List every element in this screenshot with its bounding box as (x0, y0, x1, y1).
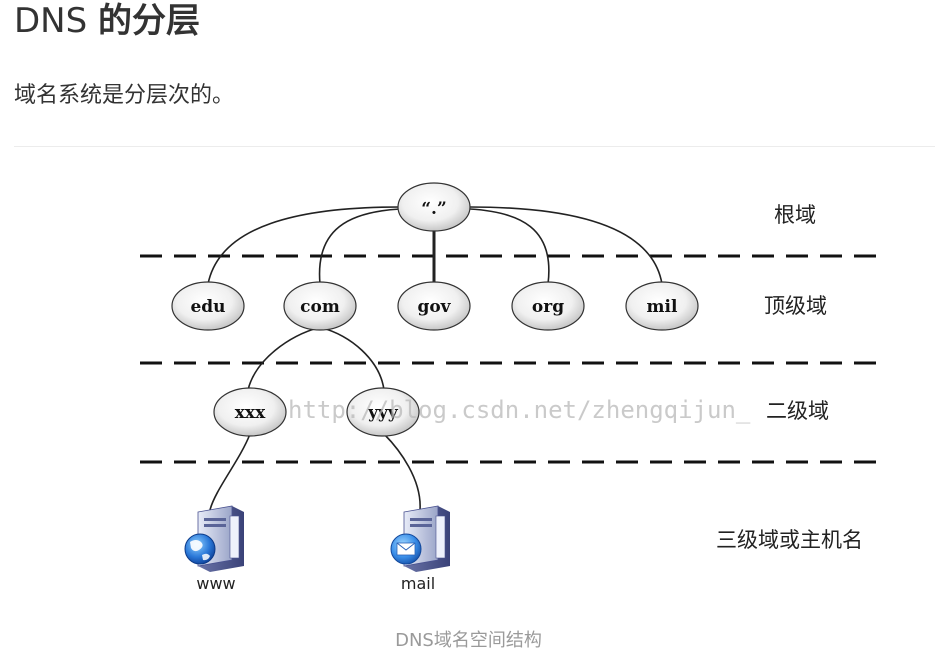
title-prefix: DNS (14, 1, 99, 41)
host-label-www: www (196, 574, 235, 593)
tld-label-gov: gov (417, 297, 451, 317)
sld-node-xxx: xxx (213, 387, 287, 437)
level-label-root: 根域 (774, 203, 816, 227)
edge-com-xxx (247, 327, 319, 391)
root-node: “.” (397, 182, 471, 232)
root-node-label: “.” (421, 199, 446, 219)
sld-node-yyy: yyy (346, 387, 420, 437)
figure-caption: DNS域名空间结构 (395, 630, 542, 651)
tld-node-mil: mil (625, 281, 699, 331)
mail-server-icon (390, 505, 450, 572)
host-label-mail: mail (401, 574, 435, 593)
tld-node-org: org (511, 281, 585, 331)
tld-label-com: com (300, 297, 340, 317)
tld-node-edu: edu (171, 281, 245, 331)
sld-label-yyy: yyy (367, 403, 399, 423)
edge-yyy-mail (383, 433, 421, 511)
edge-xxx-www (209, 433, 251, 511)
watermark: http://blog.csdn.net/zhengqijun_ (288, 396, 751, 424)
level-separators (140, 254, 880, 464)
edge-root-org (469, 208, 550, 285)
tld-node-gov: gov (397, 281, 471, 331)
tree-edges (207, 206, 663, 511)
title-bold: 的分层 (98, 1, 201, 41)
intro-paragraph: 域名系统是分层次的。 (14, 83, 235, 108)
level-label-top-level: 顶级域 (764, 294, 827, 318)
section-divider (14, 146, 935, 147)
web-server-icon (184, 505, 244, 572)
level-label-second-level: 二级域 (766, 399, 829, 423)
tld-node-com: com (283, 281, 357, 331)
sld-label-xxx: xxx (235, 403, 266, 423)
edge-root-com (318, 208, 401, 285)
tld-label-org: org (532, 297, 564, 317)
edge-root-mil (469, 206, 663, 285)
edge-root-edu (207, 206, 401, 285)
host-mail: mail (390, 505, 450, 593)
edge-com-yyy (321, 327, 385, 391)
page-title: DNS 的分层 (14, 0, 200, 42)
host-www: www (184, 505, 244, 593)
tld-label-mil: mil (647, 297, 678, 317)
level-label-third-level: 三级域或主机名 (716, 528, 863, 552)
tld-label-edu: edu (190, 297, 225, 317)
